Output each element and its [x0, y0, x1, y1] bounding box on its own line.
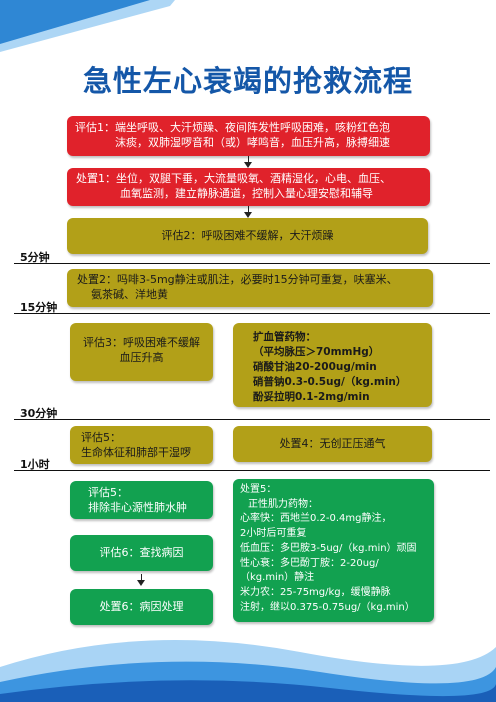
vasodilator-line: 硝酸甘油20-200ug/min [253, 361, 377, 373]
timeline-5min [14, 263, 490, 264]
assessment-2-text: 评估2：呼吸困难不缓解，大汗烦躁 [161, 229, 334, 242]
timeline-30min [14, 419, 490, 420]
connector-line [141, 574, 142, 582]
assessment-2-box: 评估2：呼吸困难不缓解，大汗烦躁 [67, 218, 428, 254]
vasodilator-line: 扩血管药物： [253, 331, 316, 343]
assessment-5-vitals-line: 评估5： [81, 431, 121, 444]
assessment-1-line: 沫痰，双肺湿啰音和（或）哮鸣音，血压升高，脉搏细速 [115, 136, 390, 149]
assessment-6-box: 评估6：查找病因 [70, 535, 213, 571]
timeline-1hour [14, 470, 490, 471]
vasodilator-line: （平均脉压＞70mmHg） [253, 346, 380, 358]
treatment-4-text: 处置4：无创正压通气 [279, 437, 386, 450]
time-label-5min: 5分钟 [20, 251, 50, 264]
treatment-5-line: 注射，继以0.375-0.75ug/（kg.min） [240, 601, 415, 613]
treatment-5-line: 2小时后可重复 [240, 528, 307, 540]
treatment-4-box: 处置4：无创正压通气 [233, 426, 432, 462]
vasodilator-box: 扩血管药物： （平均脉压＞70mmHg） 硝酸甘油20-200ug/min 硝普… [233, 323, 432, 407]
treatment-2-line: 氨茶碱、洋地黄 [91, 288, 168, 301]
wave-decoration-bottom [0, 640, 496, 702]
assessment-5-vitals-box: 评估5： 生命体征和肺部干湿啰 [70, 426, 213, 464]
assessment-3-line: 血压升高 [119, 351, 164, 364]
treatment-1-line: 血氧监测，建立静脉通道，控制入量心理安慰和辅导 [120, 187, 373, 200]
arrow-down-icon [137, 580, 145, 586]
assessment-5-vitals-line: 生命体征和肺部干湿啰 [81, 446, 191, 459]
treatment-5-line: 处置5： [240, 484, 277, 495]
assessment-5-exclude-line: 排除非心源性肺水肿 [88, 501, 187, 514]
treatment-2-box: 处置2：吗啡3-5mg静注或肌注，必要时15分钟可重复，呋塞米、 氨茶碱、洋地黄 [67, 269, 433, 307]
treatment-2-line: 处置2：吗啡3-5mg静注或肌注，必要时15分钟可重复，呋塞米、 [77, 273, 398, 286]
arrow-down-icon [244, 162, 252, 168]
treatment-5-box: 处置5： 正性肌力药物： 心率快：西地兰0.2-0.4mg静注， 2小时后可重复… [233, 479, 434, 622]
treatment-1-box: 处置1：坐位，双腿下垂，大流量吸氧、酒精湿化，心电、血压、 血氧监测，建立静脉通… [67, 168, 430, 206]
assessment-1-line: 评估1：端坐呼吸、大汗烦躁、夜间阵发性呼吸困难，咳粉红色泡 [75, 121, 390, 134]
connector-line [248, 156, 249, 164]
assessment-3-line: 评估3：呼吸困难不缓解 [83, 336, 200, 349]
timeline-15min [14, 313, 490, 314]
vasodilator-line: 硝普钠0.3-0.5ug/（kg.min） [253, 376, 407, 388]
vasodilator-line: 酚妥拉明0.1-2mg/min [253, 391, 370, 403]
treatment-1-line: 处置1：坐位，双腿下垂，大流量吸氧、酒精湿化，心电、血压、 [76, 172, 391, 185]
time-label-1hour: 1小时 [20, 458, 50, 471]
arrow-down-icon [244, 212, 252, 218]
treatment-5-line: 低血压：多巴胺3-5ug/（kg.min）顽固 [240, 542, 417, 554]
time-label-15min: 15分钟 [20, 301, 58, 314]
treatment-6-box: 处置6：病因处理 [70, 589, 213, 625]
assessment-5-exclude-box: 评估5： 排除非心源性肺水肿 [70, 481, 213, 519]
assessment-1-box: 评估1：端坐呼吸、大汗烦躁、夜间阵发性呼吸困难，咳粉红色泡 沫痰，双肺湿啰音和（… [67, 116, 430, 156]
treatment-5-line: 正性肌力药物： [248, 498, 318, 510]
treatment-5-line: 米力农：25-75mg/kg，缓慢静脉 [240, 586, 391, 598]
corner-decoration-top [0, 0, 175, 52]
assessment-3-box: 评估3：呼吸困难不缓解 血压升高 [70, 323, 213, 381]
connector-line [248, 206, 249, 214]
treatment-6-text: 处置6：病因处理 [99, 600, 184, 613]
treatment-5-line: 心率快：西地兰0.2-0.4mg静注， [240, 513, 392, 525]
treatment-5-line: 性心衰：多巴酚丁胺：2-20ug/ [240, 557, 379, 569]
assessment-5-exclude-line: 评估5： [88, 486, 128, 499]
time-label-30min: 30分钟 [20, 407, 58, 420]
assessment-6-text: 评估6：查找病因 [99, 546, 184, 559]
page-title: 急性左心衰竭的抢救流程 [82, 64, 413, 98]
treatment-5-line: （kg.min）静注 [240, 572, 315, 584]
